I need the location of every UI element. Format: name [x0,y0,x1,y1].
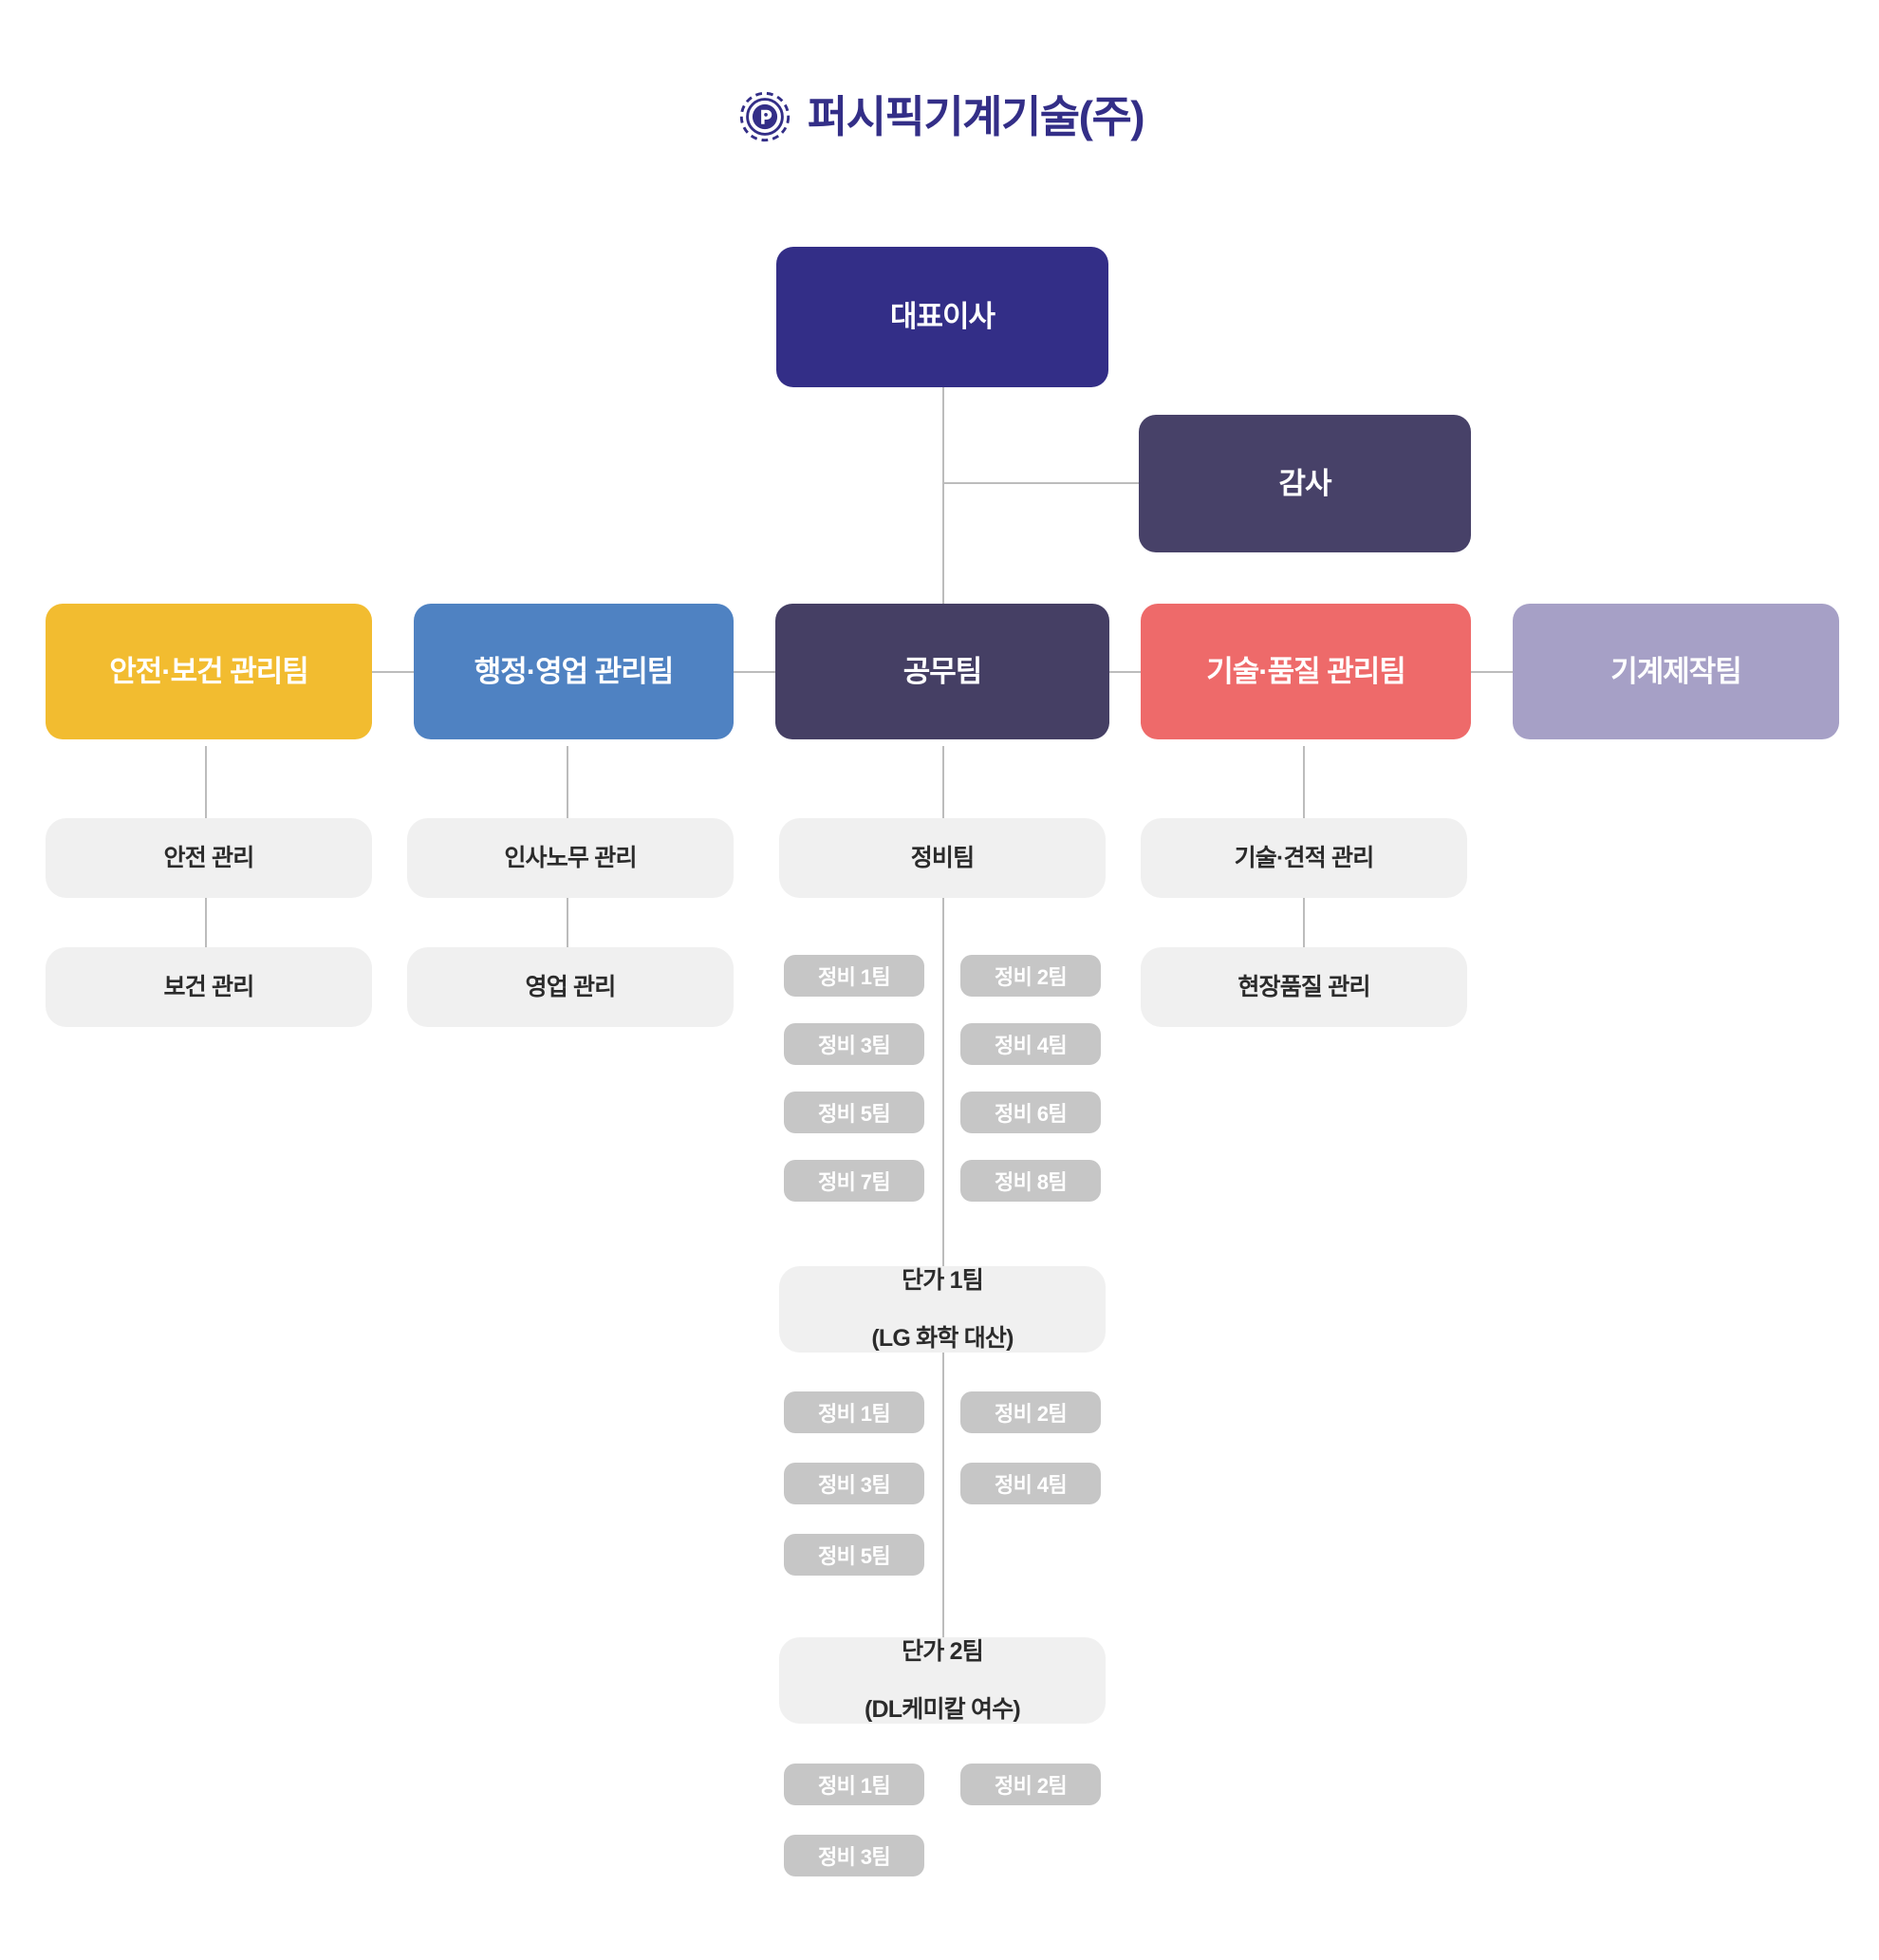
company-name: 퍼시픽기계기술(주) [807,92,1145,141]
chip-g1-2[interactable]: 정비 2팀 [960,955,1101,997]
chip-g1-2-label: 정비 2팀 [994,965,1068,989]
node-sub-quality-2-label: 현장품질 관리 [1237,973,1370,1000]
chip-g1-1-label: 정비 1팀 [817,965,891,989]
node-group-unit2-title[interactable]: 단가 2팀 (DL케미칼 여수) [779,1637,1106,1724]
chip-g1-3-label: 정비 3팀 [817,1034,891,1057]
node-group-unit1-title[interactable]: 단가 1팀 (LG 화학 대산) [779,1266,1106,1353]
node-ceo-label: 대표이사 [889,300,995,334]
node-group-maintenance-title-label: 정비팀 [910,844,975,871]
chip-g1-5[interactable]: 정비 5팀 [784,1092,924,1133]
chip-g1-4-label: 정비 4팀 [994,1034,1068,1057]
chip-g1-7-label: 정비 7팀 [817,1170,891,1194]
node-sub-quality-1-label: 기술·견적 관리 [1234,844,1375,871]
chip-g2-1[interactable]: 정비 1팀 [784,1391,924,1433]
chip-g2-5[interactable]: 정비 5팀 [784,1534,924,1576]
chip-g1-8[interactable]: 정비 8팀 [960,1160,1101,1202]
chip-g2-2[interactable]: 정비 2팀 [960,1391,1101,1433]
connector-quality-sub1-sub2 [1303,898,1305,947]
chip-g1-3[interactable]: 정비 3팀 [784,1023,924,1065]
connector-ceo-auditor [942,482,1139,484]
chip-g2-1-label: 정비 1팀 [817,1402,891,1426]
node-group-unit1-title-line2: (LG 화학 대산) [871,1324,1014,1352]
node-dept-safety-label: 안전·보건 관리팀 [109,654,309,688]
connector-dept-1-2 [372,671,414,673]
chip-g2-2-label: 정비 2팀 [994,1402,1068,1426]
chip-g2-3[interactable]: 정비 3팀 [784,1463,924,1504]
node-dept-construction[interactable]: 공무팀 [775,604,1109,739]
connector-dept-2-3 [734,671,775,673]
node-dept-admin-label: 행정·영업 관리팀 [474,654,675,688]
chip-g3-1[interactable]: 정비 1팀 [784,1764,924,1805]
node-group-unit2-title-line2: (DL케미칼 여수) [865,1695,1021,1723]
node-dept-manufacturing[interactable]: 기계제작팀 [1513,604,1839,739]
company-brand: 퍼시픽기계기술(주) [0,87,1879,146]
connector-dept-3-4 [1109,671,1151,673]
node-group-unit2-title-line1: 단가 2팀 [902,1637,984,1665]
connector-safety-drop [205,746,207,818]
chip-g1-4[interactable]: 정비 4팀 [960,1023,1101,1065]
node-sub-admin-1[interactable]: 인사노무 관리 [407,818,734,898]
gear-p-logo-icon [739,91,791,142]
node-ceo[interactable]: 대표이사 [776,247,1108,387]
node-auditor-label: 감사 [1278,466,1331,500]
node-sub-quality-1[interactable]: 기술·견적 관리 [1141,818,1467,898]
chip-g2-4-label: 정비 4팀 [994,1473,1068,1497]
chip-g3-3[interactable]: 정비 3팀 [784,1835,924,1876]
connector-construction-spine-1 [942,898,944,1266]
node-dept-safety[interactable]: 안전·보건 관리팀 [46,604,372,739]
connector-quality-drop [1303,746,1305,818]
node-sub-safety-1-label: 안전 관리 [163,844,255,871]
node-group-unit1-title-line1: 단가 1팀 [902,1266,984,1294]
chip-g1-5-label: 정비 5팀 [817,1102,891,1126]
node-dept-quality-label: 기술·품질 관리팀 [1206,654,1406,688]
connector-construction-spine-2 [942,1353,944,1675]
chip-g3-1-label: 정비 1팀 [817,1774,891,1798]
node-sub-safety-2-label: 보건 관리 [163,973,255,1000]
node-dept-construction-label: 공무팀 [902,654,983,688]
node-dept-manufacturing-label: 기계제작팀 [1610,654,1742,688]
node-sub-safety-2[interactable]: 보건 관리 [46,947,372,1027]
chip-g1-1[interactable]: 정비 1팀 [784,955,924,997]
connector-admin-sub1-sub2 [567,898,568,947]
chip-g1-8-label: 정비 8팀 [994,1170,1068,1194]
connector-admin-drop [567,746,568,818]
node-group-maintenance-title[interactable]: 정비팀 [779,818,1106,898]
chip-g3-2[interactable]: 정비 2팀 [960,1764,1101,1805]
node-dept-admin[interactable]: 행정·영업 관리팀 [414,604,734,739]
node-auditor[interactable]: 감사 [1139,415,1471,552]
chip-g1-6-label: 정비 6팀 [994,1102,1068,1126]
connector-dept-4-5 [1471,671,1513,673]
chip-g1-7[interactable]: 정비 7팀 [784,1160,924,1202]
chip-g2-5-label: 정비 5팀 [817,1544,891,1568]
chip-g2-4[interactable]: 정비 4팀 [960,1463,1101,1504]
connector-safety-sub1-sub2 [205,898,207,947]
connector-ceo-vertical [942,387,944,604]
node-dept-quality[interactable]: 기술·품질 관리팀 [1141,604,1471,739]
node-sub-admin-1-label: 인사노무 관리 [504,844,637,871]
chip-g3-2-label: 정비 2팀 [994,1774,1068,1798]
node-sub-quality-2[interactable]: 현장품질 관리 [1141,947,1467,1027]
node-sub-admin-2-label: 영업 관리 [525,973,617,1000]
connector-construction-drop [942,746,944,818]
node-sub-admin-2[interactable]: 영업 관리 [407,947,734,1027]
chip-g1-6[interactable]: 정비 6팀 [960,1092,1101,1133]
node-sub-safety-1[interactable]: 안전 관리 [46,818,372,898]
chip-g3-3-label: 정비 3팀 [817,1845,891,1869]
chip-g2-3-label: 정비 3팀 [817,1473,891,1497]
